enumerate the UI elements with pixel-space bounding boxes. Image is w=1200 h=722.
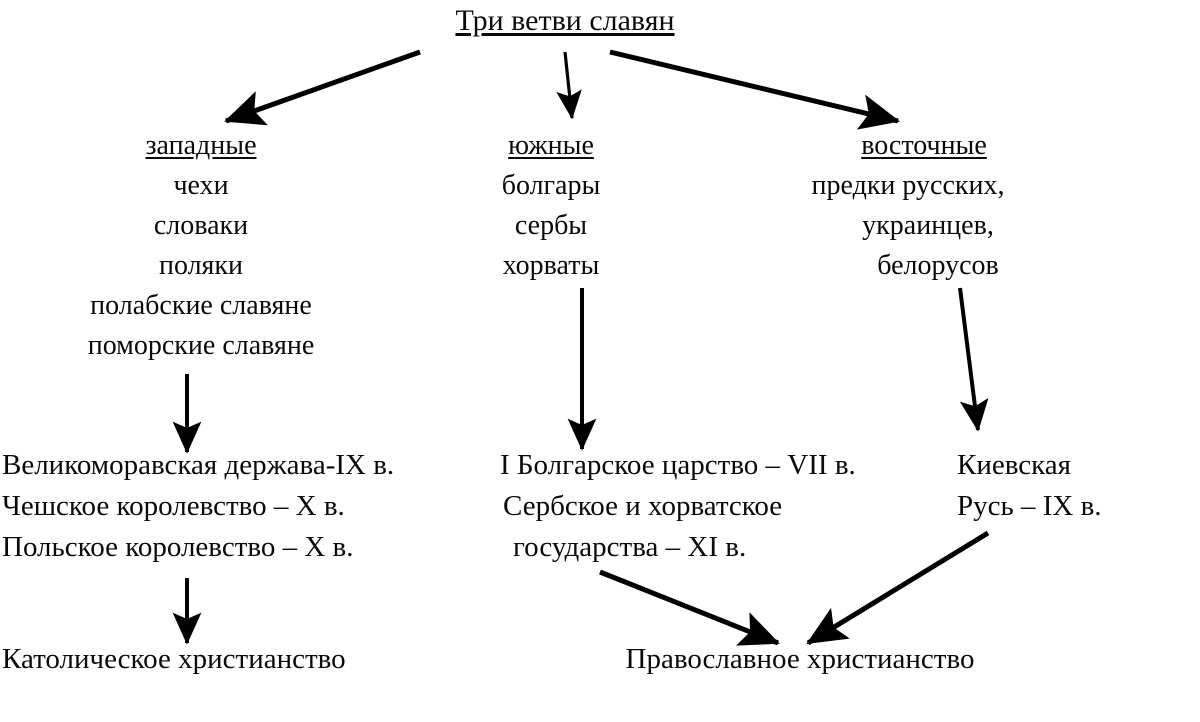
state-west-1: Великоморавская держава-IX в. bbox=[2, 449, 395, 481]
branch-people-west-1: чехи bbox=[173, 170, 229, 201]
branch-people-west-2: словаки bbox=[153, 210, 249, 241]
outcome-catholic: Католическое христианство bbox=[2, 643, 346, 675]
branch-people-west-3: поляки bbox=[158, 250, 244, 281]
branch-people-east-1: предки русских, bbox=[811, 170, 1005, 201]
state-south-3: государства – XI в. bbox=[513, 531, 747, 563]
branch-people-west-4: полабские славяне bbox=[90, 290, 312, 321]
diagram-title: Три ветви славян bbox=[455, 4, 675, 37]
branch-people-east-2: украинцев, bbox=[862, 210, 994, 241]
branch-heading-east: восточные bbox=[861, 130, 987, 161]
state-south-2: Сербское и хорватское bbox=[503, 490, 783, 522]
branch-people-south-3: хорваты bbox=[502, 250, 600, 281]
state-south-1: I Болгарское царство – VII в. bbox=[500, 449, 856, 481]
branch-people-east-3: белорусов bbox=[877, 250, 999, 281]
arrow-title-to-east bbox=[609, 49, 900, 130]
arrow-east-to-states bbox=[958, 287, 989, 432]
state-east-2: Русь – IX в. bbox=[957, 490, 1102, 522]
branch-heading-west: западные bbox=[145, 130, 257, 161]
outcome-orthodox: Православное христианство bbox=[625, 643, 975, 675]
state-east-1: Киевская bbox=[957, 449, 1071, 481]
state-west-2: Чешское королевство – X в. bbox=[2, 490, 345, 522]
arrow-south-states-to-orthodox bbox=[599, 569, 780, 646]
arrow-title-to-west bbox=[224, 49, 421, 126]
branch-people-west-5: поморские славяне bbox=[87, 330, 315, 361]
arrow-east-states-to-orthodox bbox=[806, 530, 990, 646]
branch-heading-south: южные bbox=[508, 130, 594, 161]
branch-people-south-2: сербы bbox=[514, 210, 588, 241]
arrow-title-to-south bbox=[556, 51, 582, 120]
state-west-3: Польское королевство – X в. bbox=[2, 531, 354, 563]
branch-people-south-1: болгары bbox=[501, 170, 601, 201]
